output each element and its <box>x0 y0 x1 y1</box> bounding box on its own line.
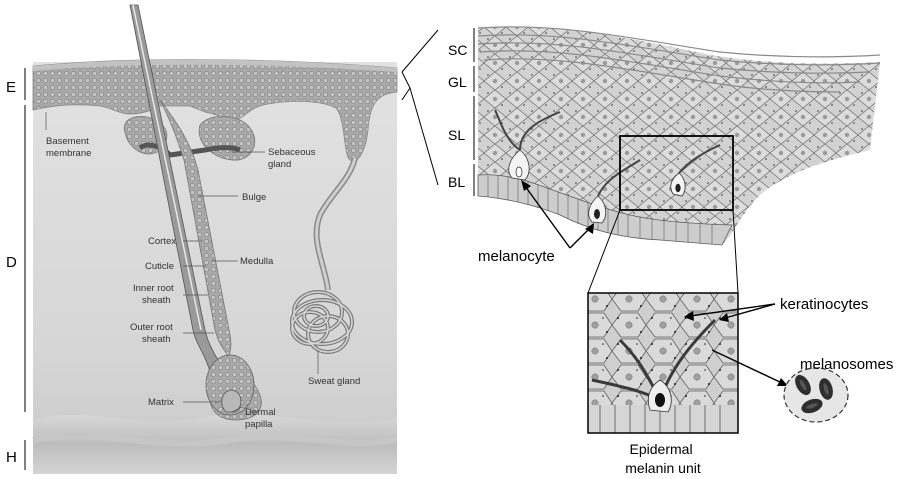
epidermal-layer-labels: SC GL SL BL <box>448 28 474 196</box>
melanosomes-pointer: melanosomes <box>712 350 893 422</box>
melanosomes-label: melanosomes <box>800 356 893 373</box>
bulge-label: Bulge <box>242 192 266 203</box>
layer-brackets: E D H <box>6 68 25 470</box>
cuticle-label: Cuticle <box>145 261 174 272</box>
melanin-unit-label: Epidermal melanin unit <box>625 441 701 476</box>
epidermis-label: E <box>6 79 16 96</box>
sc-label: SC <box>448 42 467 58</box>
matrix-label: Matrix <box>148 397 174 408</box>
keratinocytes-label: keratinocytes <box>780 296 868 313</box>
melanin-unit-inset: Epidermal melanin unit <box>588 293 738 476</box>
melanosome-vesicle <box>784 368 848 422</box>
cortex-label: Cortex <box>148 236 176 247</box>
bl-label: BL <box>448 174 465 190</box>
medulla-label: Medulla <box>240 256 274 267</box>
basement-membrane-label: Basement membrane <box>46 136 91 159</box>
sl-label: SL <box>448 127 465 143</box>
sweat-gland-label: Sweat gland <box>308 376 360 387</box>
gl-label: GL <box>448 74 467 90</box>
dermis-label: D <box>6 254 17 271</box>
epidermis-section <box>478 27 880 245</box>
zoom-connector <box>402 30 438 185</box>
melanocyte-label: melanocyte <box>478 248 555 265</box>
hair-follicle-diagram: Basement membrane Sebaceous gland Bulge … <box>33 5 397 474</box>
hypodermis-label: H <box>6 449 17 466</box>
